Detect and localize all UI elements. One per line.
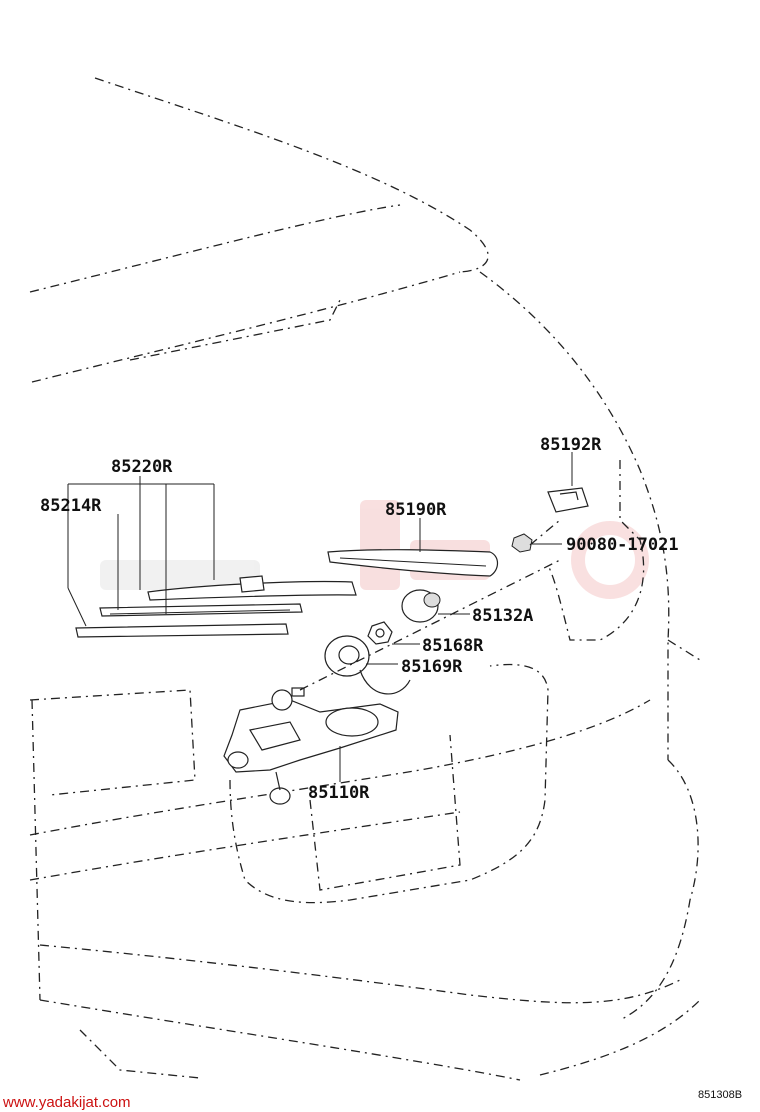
watermark-logo: [100, 500, 649, 599]
wiper-motor: [223, 687, 399, 805]
vehicle-outline: [29, 77, 701, 1081]
grommet-part: [324, 635, 411, 695]
cap-part: [401, 589, 441, 623]
label-85190r: 85190R: [385, 500, 447, 520]
label-90080-17021: 90080-17021: [566, 535, 679, 555]
label-85220r: 85220R: [111, 457, 173, 477]
label-85192r: 85192R: [540, 435, 602, 455]
label-85132a: 85132A: [472, 606, 533, 626]
label-85214r: 85214R: [40, 496, 102, 516]
diagram-code: 851308B: [698, 1089, 742, 1101]
wiper-arm: [327, 549, 499, 577]
label-85169r: 85169R: [401, 657, 463, 677]
website-link[interactable]: www.yadakijat.com: [2, 1094, 131, 1111]
washer-part: [367, 621, 393, 645]
clip-part: [547, 487, 589, 513]
nut-part: [511, 533, 533, 553]
wiper-blade-assembly: [75, 575, 357, 638]
label-85110r: 85110R: [308, 783, 370, 803]
leader-lines: [67, 452, 573, 782]
label-85168r: 85168R: [422, 636, 484, 656]
